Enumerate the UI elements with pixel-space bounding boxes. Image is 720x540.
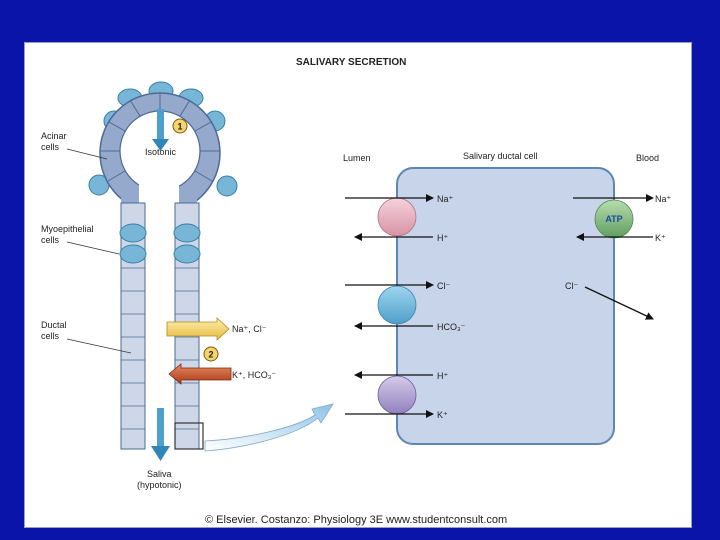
ion-label-na: Na⁺	[437, 194, 454, 204]
ductal-cell-title: Salivary ductal cell	[463, 151, 538, 161]
na-h-exchanger	[377, 197, 417, 237]
ion-label-cl: Cl⁻	[437, 281, 450, 291]
diagram-title: SALIVARY SECRETION	[296, 57, 406, 68]
blood-na-label: Na⁺	[655, 194, 672, 204]
acinar-leader-line	[66, 148, 108, 160]
myoepithelial-label-1: Myoepithelial	[41, 224, 94, 234]
na-cl-absorption-arrow	[166, 317, 230, 341]
saliva-label: Saliva	[147, 469, 172, 479]
blood-label: Blood	[636, 153, 659, 163]
duct-left-wall	[120, 202, 146, 450]
lumen-label: Lumen	[343, 153, 371, 163]
svg-text:2: 2	[208, 350, 213, 360]
h-k-exchanger	[377, 375, 417, 415]
ion-label-k: K⁺	[437, 410, 448, 420]
ductal-cells-label-2: cells	[41, 331, 60, 341]
credit-line: © Elsevier. Costanzo: Physiology 3E www.…	[205, 514, 507, 526]
slide: SALIVARY SECRETION	[24, 42, 692, 528]
zoom-arrow	[204, 403, 334, 452]
cl-exit-arrow	[584, 286, 654, 320]
na-cl-label: Na⁺, Cl⁻	[232, 324, 267, 334]
step-1-badge: 1	[172, 118, 188, 134]
salivary-diagram: SALIVARY SECRETION	[41, 57, 672, 526]
cl-inside-label: Cl⁻	[565, 281, 578, 291]
step-2-badge: 2	[203, 346, 219, 362]
svg-text:1: 1	[177, 122, 182, 132]
blood-k-label: K⁺	[655, 233, 666, 243]
na-k-atpase	[594, 199, 634, 239]
saliva-hypotonic-label: (hypotonic)	[137, 480, 182, 490]
acinar-cells-label-2: cells	[41, 142, 60, 152]
zoom-box	[174, 422, 204, 450]
lumen-flow-arrow	[151, 109, 170, 461]
myoepithelial-label-2: cells	[41, 235, 60, 245]
salivary-gland: 1 Isotonic Acinar cells Myoepithelial ce…	[41, 81, 276, 490]
ductal-cell-body	[396, 167, 615, 445]
myoepithelial-leader-line	[66, 241, 120, 255]
k-hco3-label: K⁺, HCO₃⁻	[232, 370, 276, 380]
ductal-cells-label-1: Ductal	[41, 320, 67, 330]
isotonic-label: Isotonic	[145, 147, 177, 157]
ductal-leader-line	[66, 338, 132, 354]
atp-label: ATP	[605, 214, 622, 224]
duct-myoepithelial-cells	[119, 223, 201, 264]
ion-label-h-2: H⁺	[437, 371, 448, 381]
ion-label-h-1: H⁺	[437, 233, 448, 243]
cl-hco3-exchanger	[377, 285, 417, 325]
ductal-cell-panel: Lumen Salivary ductal cell Blood ATP Na⁺…	[343, 151, 672, 445]
ion-label-hco3: HCO₃⁻	[437, 322, 466, 332]
k-hco3-secretion-arrow	[168, 363, 232, 385]
acinar-cells-label-1: Acinar	[41, 131, 67, 141]
